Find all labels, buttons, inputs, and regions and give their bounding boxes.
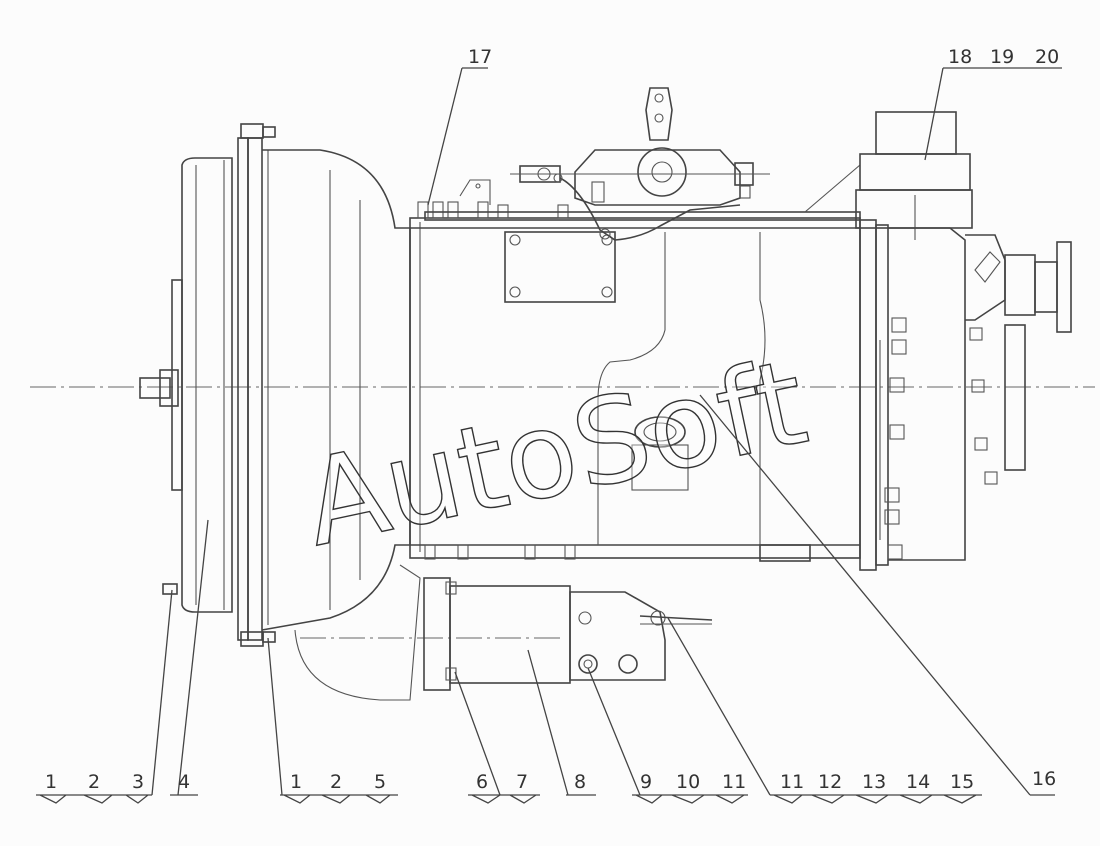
svg-text:20: 20 [1035,46,1059,68]
label-17: 17 [468,46,492,68]
svg-text:5: 5 [374,771,386,793]
svg-text:1: 1 [290,771,302,793]
gearbox-main-body [409,164,861,562]
svg-text:6: 6 [476,771,488,793]
shift-mechanism [459,87,770,241]
svg-text:3: 3 [132,771,144,793]
svg-text:2: 2 [88,771,100,793]
svg-text:7: 7 [516,771,528,793]
svg-text:9: 9 [640,771,652,793]
svg-text:18: 18 [948,46,972,68]
label-16: 16 [1032,768,1056,790]
svg-text:8: 8 [574,771,586,793]
label-group-6-7: 6 7 [468,771,540,804]
bell-flange [237,123,276,647]
autosoft-watermark: AutoSoft [292,332,818,574]
label-group-9-10-11: 9 10 11 [632,771,748,804]
label-group-11-15: 11 12 13 14 15 [770,771,982,804]
svg-text:12: 12 [818,771,842,793]
svg-text:1: 1 [45,771,57,793]
svg-text:13: 13 [862,771,886,793]
leader-lines [151,67,1062,796]
svg-text:14: 14 [906,771,930,793]
input-shaft [139,279,183,491]
svg-text:17: 17 [468,46,492,68]
slave-cylinder [423,577,713,691]
rear-housing [855,111,1072,571]
label-group-1-2-5: 1 2 5 [280,771,398,804]
svg-text:15: 15 [950,771,974,793]
svg-text:10: 10 [676,771,700,793]
svg-text:4: 4 [178,771,190,793]
label-4: 4 [170,771,198,796]
svg-text:11: 11 [780,771,804,793]
clutch-housing-disc [162,157,233,613]
label-group-18-20: 18 19 20 [948,46,1059,68]
svg-text:2: 2 [330,771,342,793]
label-group-1-2-3: 1 2 3 [36,771,152,804]
svg-text:19: 19 [990,46,1014,68]
label-8: 8 [566,771,596,796]
watermark-text: AutoSoft [293,333,817,573]
svg-text:16: 16 [1032,768,1056,790]
svg-text:11: 11 [722,771,746,793]
